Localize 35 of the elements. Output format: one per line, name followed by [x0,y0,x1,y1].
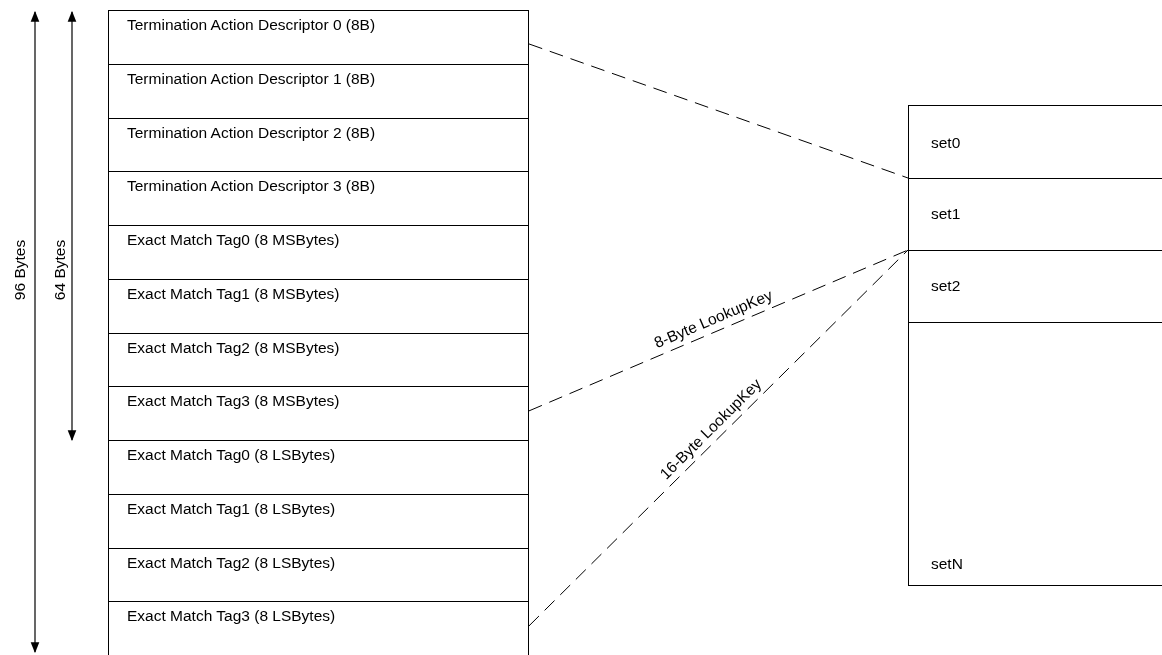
memory-row [108,601,529,655]
memory-row [108,547,529,603]
row-label: Exact Match Tag3 (8 MSBytes) [127,392,340,411]
dashed-connector [528,43,909,179]
row-label: Exact Match Tag1 (8 MSBytes) [127,284,340,303]
memory-row [108,332,529,388]
dimension-label: 64 Bytes [51,239,70,301]
dashed-connector [528,249,909,412]
memory-row [108,440,529,495]
row-label: set2 [931,277,961,295]
memory-row [108,225,529,280]
row-label: set0 [931,134,961,152]
row-label: setN [931,555,963,573]
memory-row [108,493,529,549]
row-label: Termination Action Descriptor 1 (8B) [127,69,376,88]
row-label: Exact Match Tag0 (8 MSBytes) [127,231,340,249]
memory-row [108,63,529,119]
row-label: Exact Match Tag2 (8 MSBytes) [127,338,340,357]
row-label: Termination Action Descriptor 3 (8B) [127,177,376,196]
memory-row [108,386,529,441]
set-row [908,105,1162,179]
memory-row [108,171,529,226]
row-label: Exact Match Tag0 (8 LSBytes) [127,446,336,464]
row-label: Exact Match Tag3 (8 LSBytes) [127,607,336,626]
memory-row [108,278,529,334]
set-row [908,322,1162,586]
row-label: Exact Match Tag1 (8 LSBytes) [127,499,336,518]
dashed-connector [528,249,909,627]
row-label: Termination Action Descriptor 2 (8B) [127,123,376,142]
memory-row [108,10,529,65]
row-label: Exact Match Tag2 (8 LSBytes) [127,553,336,572]
memory-row [108,117,529,173]
row-label: set1 [931,205,961,223]
row-label: Termination Action Descriptor 0 (8B) [127,16,376,34]
dimension-label: 96 Bytes [11,239,30,301]
